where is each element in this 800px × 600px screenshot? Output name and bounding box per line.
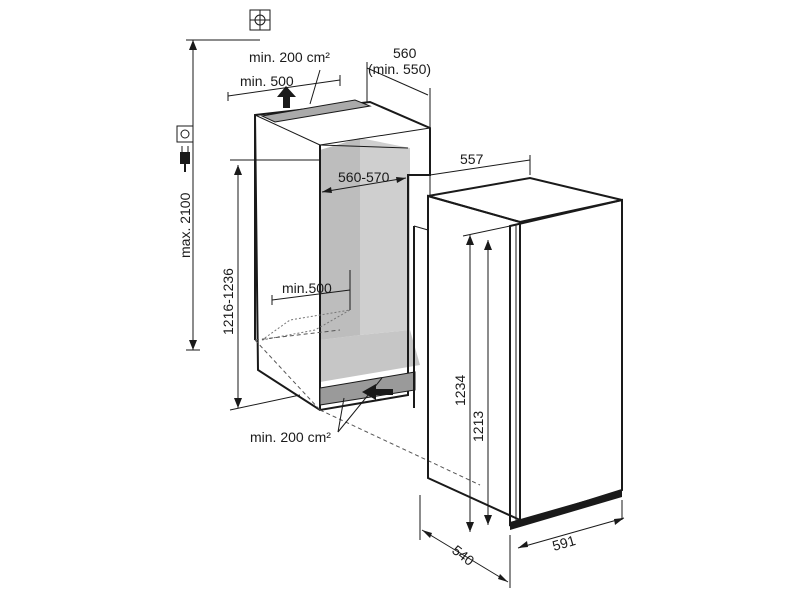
width-591-label: 591 [550,532,577,554]
height-1213-label: 1213 [470,411,486,442]
niche-depth-top-label: 560 [393,45,417,61]
niche-depth-top-dimension: 560 (min. 550) [366,45,431,128]
ground-symbol-icon [249,9,271,31]
height-1234-label: 1234 [452,375,468,406]
niche-height-dimension: 1216-1236 [220,159,320,411]
top-depth-label: min. 500 [240,73,294,89]
bottom-vent-label: min. 200 cm² [250,429,331,445]
niche-width-dimension: 560-570 [321,169,407,193]
airflow-in-arrow-icon [362,384,393,400]
socket-icon [176,125,194,143]
niche-height-label: 1216-1236 [220,268,236,335]
top-depth-dimension: min. 500 [227,73,341,101]
airflow-up-arrow-icon [277,86,296,108]
appliance-depth-dimension: 557 [429,151,531,195]
height-1234-dimension: 1234 [452,225,511,532]
width-591-dimension: 591 [517,500,625,554]
depth-540-label: 540 [449,542,477,569]
max-height-dimension: max. 2100 [177,39,260,351]
appliance [413,176,623,530]
height-1213-dimension: 1213 [470,240,492,525]
floor-depth-dimension: min.500 [271,270,351,310]
appliance-depth-label: 557 [460,151,484,167]
floor-depth-label: min.500 [282,280,332,296]
top-vent-label: min. 200 cm² [249,49,330,65]
plug-icon [180,146,190,172]
max-height-label: max. 2100 [177,192,193,258]
niche-width-label: 560-570 [338,169,390,185]
niche-depth-top-min-label: (min. 550) [368,61,431,77]
